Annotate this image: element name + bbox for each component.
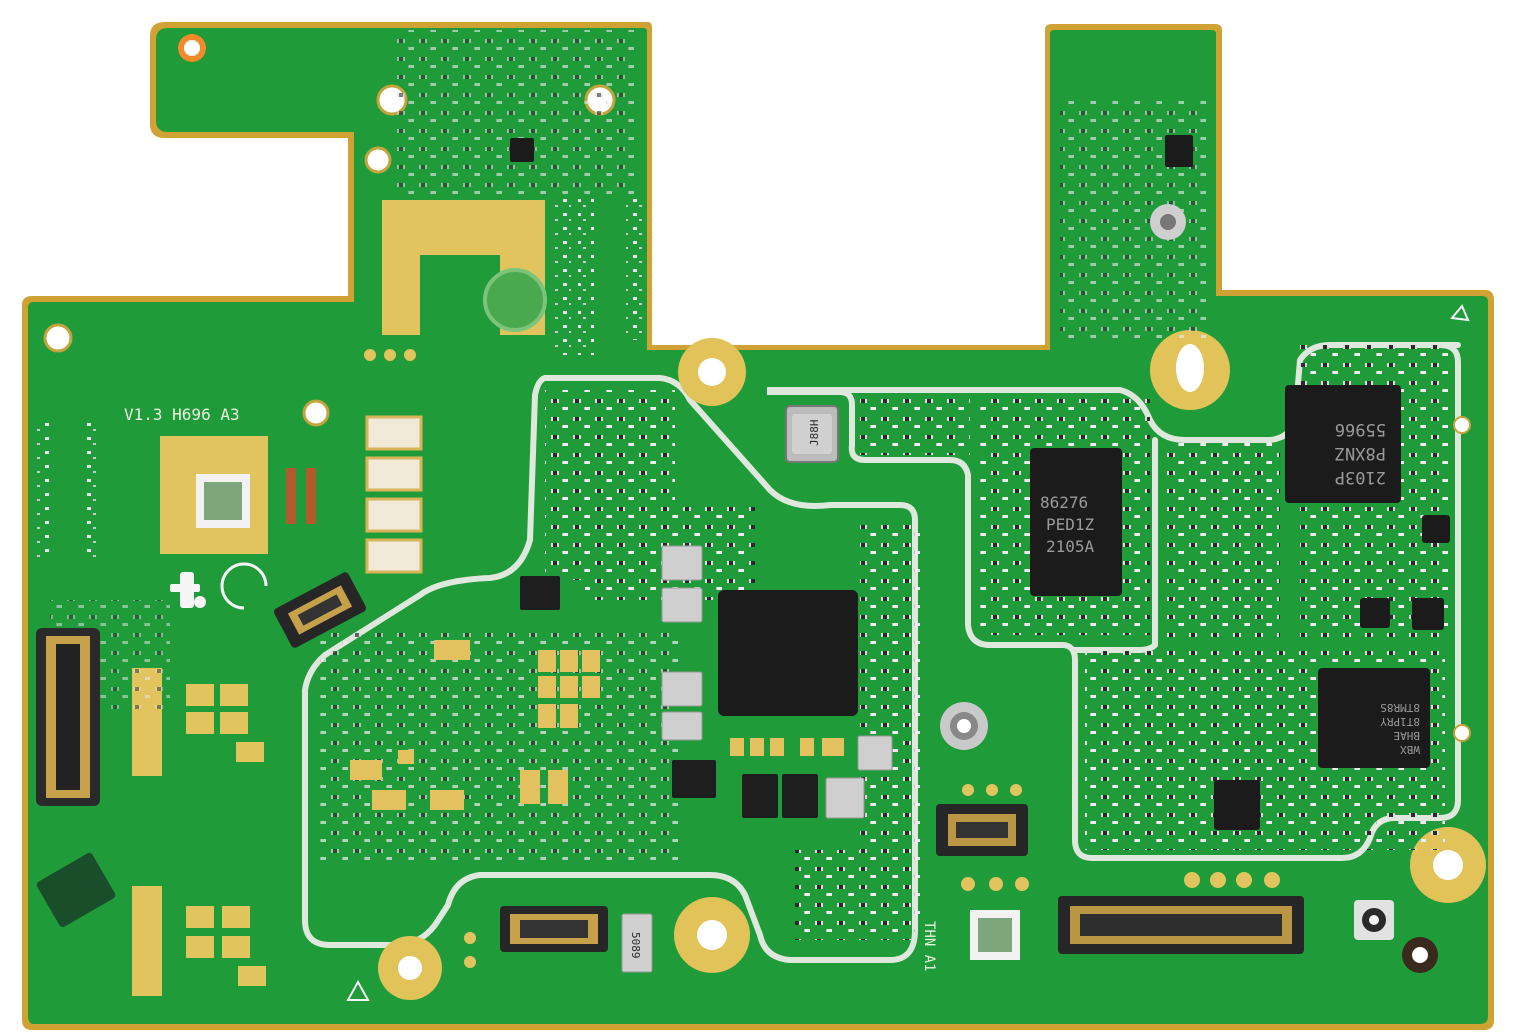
copper-stripes — [286, 468, 316, 524]
green-sticker — [483, 268, 547, 332]
triangle-marker-icon — [346, 979, 370, 1001]
chip-55966-line2: P8XNZ — [1335, 443, 1386, 463]
chip-55966-line3: 55966 — [1335, 419, 1386, 439]
capacitors — [350, 415, 893, 973]
chip-cr-label: J88H — [808, 420, 821, 447]
chip-mid-line3: 8T1PRY — [1380, 715, 1420, 728]
antenna-arc-icon — [220, 562, 268, 610]
chip-mid-line2: BHAE — [1394, 729, 1421, 742]
chip-c1-label: 5089 — [629, 932, 642, 959]
qr-sticker — [196, 474, 1020, 960]
t-logo-icon — [170, 572, 206, 608]
board-version-silkscreen: V1.3 H696 A3 — [124, 405, 240, 424]
test-points — [364, 349, 1280, 968]
triangle-marker-icon-2 — [1450, 304, 1470, 322]
chip-labels: 86276 PED1Z 2105A 2103P P8XNZ 55966 WBX … — [629, 419, 1420, 959]
chip-55966-line1: 2103P — [1335, 467, 1386, 487]
chip-86276-line3: 2105A — [1046, 537, 1095, 556]
thn-silkscreen: THN A1 — [921, 921, 937, 972]
chip-86276-line1: 86276 — [1040, 493, 1088, 512]
ic-chips — [36, 135, 1450, 934]
fpc-strips — [36, 195, 642, 558]
connectors — [36, 572, 1304, 954]
chip-mid-line1: WBX — [1400, 743, 1420, 756]
mounting-holes — [43, 34, 1486, 1000]
chip-mid-line4: 8TMR8S — [1380, 701, 1420, 714]
chip-86276-line2: PED1Z — [1046, 515, 1095, 534]
coax-post — [940, 204, 1394, 940]
